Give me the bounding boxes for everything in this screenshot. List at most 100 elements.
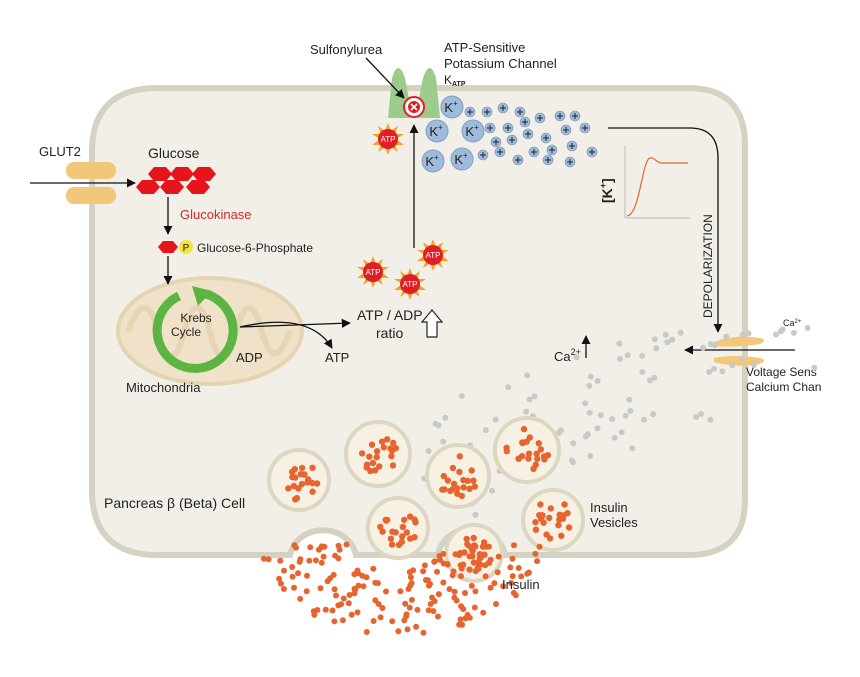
insulin-granule (408, 596, 415, 603)
insulin-granule (532, 550, 539, 557)
insulin-granule (525, 569, 532, 576)
insulin-granule (309, 488, 316, 495)
insulin-granule (379, 605, 386, 611)
insulin-granule (424, 577, 431, 584)
calcium-ion (611, 434, 618, 441)
calcium-ion (711, 365, 717, 372)
atp-token: ATP (394, 268, 426, 300)
insulin-granule (523, 438, 530, 445)
insulin-granule (454, 485, 461, 492)
positive-charge (546, 144, 558, 156)
calcium-ion (609, 416, 616, 423)
insulin-granule (374, 580, 381, 587)
positive-charge (481, 106, 493, 118)
insulin-granule (532, 519, 539, 526)
insulin-granule (537, 501, 544, 508)
calcium-ion (582, 400, 589, 407)
k-axis-label: [K+] (598, 178, 615, 203)
calcium-ion (745, 330, 752, 337)
insulin-granule (532, 526, 540, 533)
insulin-granule (414, 606, 421, 613)
calcium-ion (677, 329, 684, 336)
insulin-granule (380, 444, 387, 451)
calcium-ion (639, 352, 646, 359)
insulin-granule (436, 553, 443, 559)
insulin-granule (426, 582, 432, 589)
insulin-granule (309, 464, 316, 471)
calcium-ion (669, 336, 676, 343)
insulin-granule (493, 601, 499, 607)
calcium-channel-bottom (714, 356, 764, 366)
calcium-ion (664, 339, 671, 346)
insulin-granule (427, 601, 434, 607)
insulin-granule (444, 561, 451, 568)
positive-charge (528, 146, 540, 158)
insulin-granule (460, 606, 467, 613)
insulin-granule (543, 531, 550, 538)
positive-charge (579, 122, 591, 134)
insulin-granule (449, 486, 456, 493)
insulin-granule (537, 446, 545, 453)
k-ion: K+ (461, 119, 485, 143)
sulfonylurea-arrow (365, 57, 405, 99)
insulin-granule (281, 567, 287, 574)
insulin-granule (331, 618, 338, 625)
calcium-ion (639, 369, 646, 375)
calcium-ion (719, 368, 726, 375)
insulin-granule (346, 592, 353, 598)
insulin-granule (397, 588, 404, 595)
insulin-granule (456, 453, 463, 460)
krebs-label-line1: Krebs (180, 311, 211, 325)
insulin-granule (277, 557, 284, 564)
calcium-ion (706, 369, 713, 375)
insulin-granule (462, 590, 468, 596)
insulin-granule (450, 480, 458, 487)
insulin-vesicles (267, 416, 585, 583)
insulin-granule (359, 572, 366, 579)
atp-token: ATP (417, 239, 449, 271)
mito-ratio-arrow (239, 318, 351, 328)
calcium-ion (773, 331, 779, 338)
insulin-granule (375, 601, 382, 607)
insulin-granule (289, 573, 296, 580)
calcium-ion (693, 414, 700, 420)
calcium-ion (647, 377, 653, 384)
k-ion: K+ (450, 147, 474, 171)
insulin-granule (466, 614, 473, 621)
insulin-granule (525, 455, 532, 462)
insulin-label: Insulin (502, 577, 540, 592)
insulin-granule (373, 453, 380, 461)
depolarization-arrow (608, 127, 723, 333)
insulin-granule (336, 546, 343, 553)
calcium-ion (653, 345, 660, 352)
insulin-granule (293, 544, 299, 551)
insulin-granule (407, 535, 414, 542)
positive-charge (484, 122, 496, 134)
insulin-granule (458, 492, 465, 500)
calcium-ion (440, 438, 447, 445)
insulin-granule (457, 616, 464, 623)
insulin-granule (291, 584, 297, 591)
calcium-ion (594, 377, 601, 384)
insulin-granule (471, 483, 478, 490)
insulin-granule (495, 553, 502, 560)
calcium-ion (505, 384, 512, 391)
atp-label: ATP (325, 350, 349, 365)
calcium-ion (489, 487, 496, 494)
calcium-ion (458, 393, 465, 399)
insulin-granule (399, 533, 406, 540)
calcium-ion (640, 416, 647, 423)
insulin-granule (503, 444, 510, 451)
beta-cell-label: Pancreas β (Beta) Cell (104, 495, 245, 511)
insulin-granule (406, 513, 414, 520)
insulin-granule (340, 595, 347, 602)
insulin-granule (296, 558, 303, 565)
calcium-ion (698, 410, 704, 417)
calcium-ion (723, 333, 730, 340)
channel-label-line1: ATP-Sensitive (444, 40, 525, 55)
vesicles-label-line2: Vesicles (590, 515, 638, 530)
insulin-granule (295, 570, 301, 577)
insulin-granule (351, 585, 358, 592)
insulin-granule (378, 438, 386, 445)
insulin-granule (304, 572, 310, 579)
